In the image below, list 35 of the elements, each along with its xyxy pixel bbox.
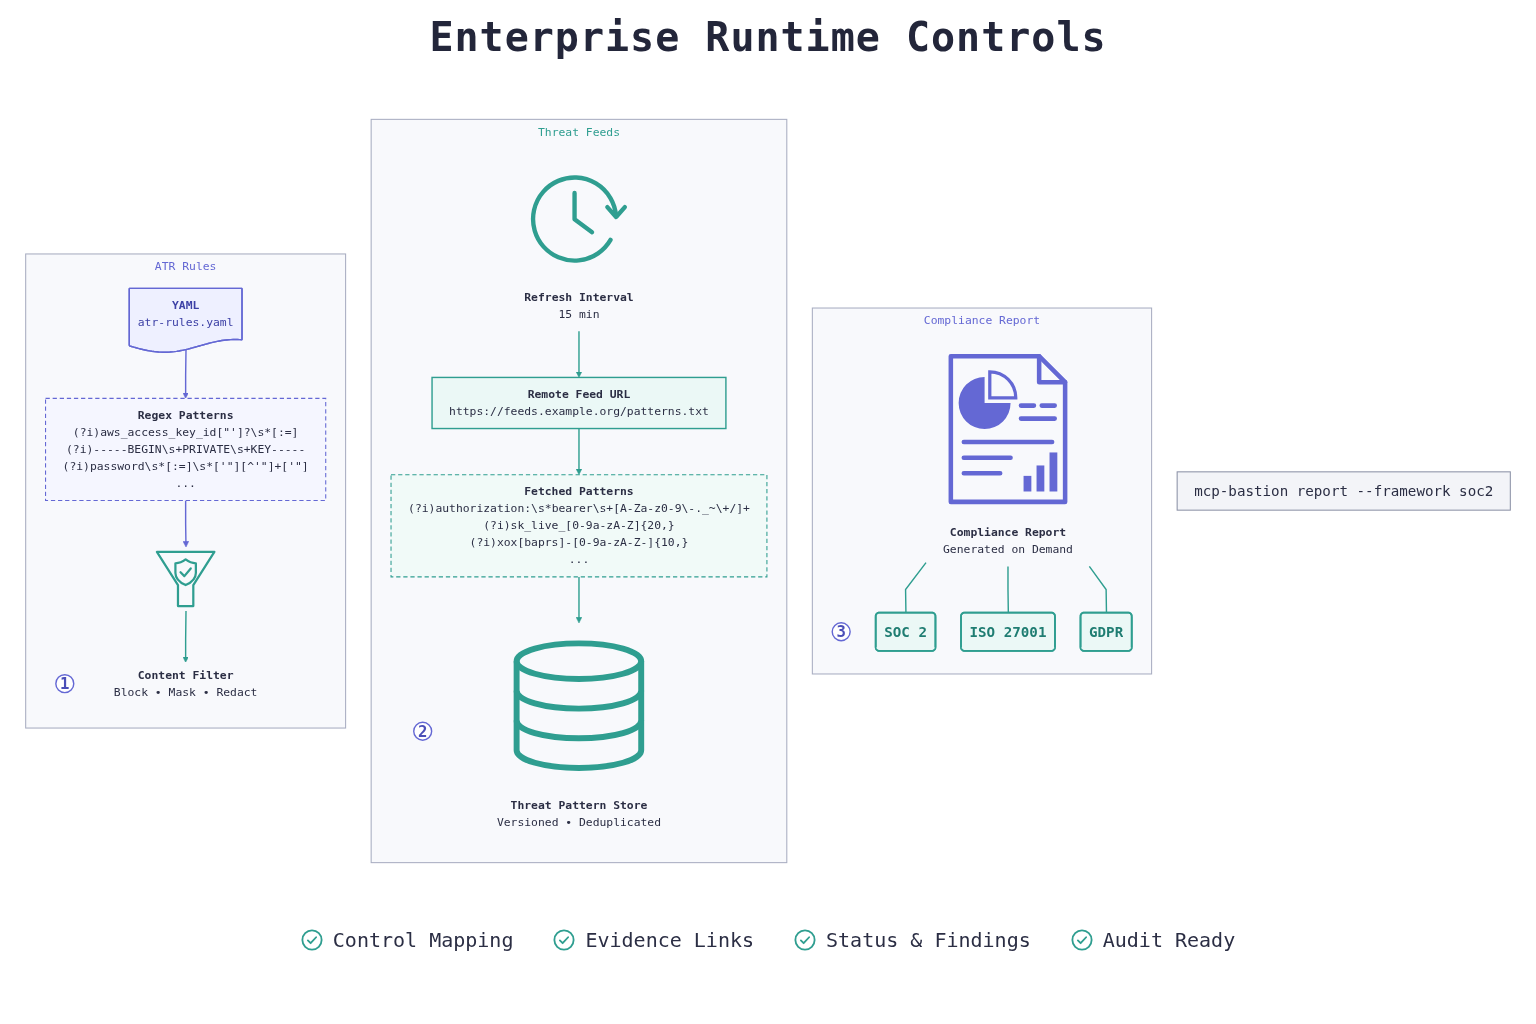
node-label: Refresh Interval: [524, 290, 634, 304]
step-number-circle: 2: [413, 721, 433, 741]
node-label: Threat Pattern Store: [510, 798, 648, 812]
checklist-item: Audit Ready: [1102, 928, 1236, 952]
arrow: [182, 499, 190, 548]
arrow: [182, 349, 189, 399]
document-shape: YAML atr-rules.yaml: [128, 287, 243, 353]
database-illustration: Threat Pattern Store Versioned • Deduplicated: [496, 631, 661, 829]
report-illustration: Compliance Report Generated on Demand: [943, 350, 1073, 556]
standard-box: GDPR: [1079, 611, 1133, 652]
title: Enterprise Runtime Controls: [429, 14, 1107, 60]
step-number-circle: 1: [55, 674, 75, 694]
dashed-pattern-box: Regex Patterns (?i)aws_access_key_id["']?\s*[:=] (?i)-----BEGIN\s+PRIVATE\s+KEY----- (?i)password\s*[:=]\s*['"][^'"]+['"] ...: [45, 397, 327, 502]
arrow: [182, 610, 189, 663]
connector-line: [1007, 565, 1010, 614]
clock-illustration: Refresh Interval 15 min: [524, 162, 634, 321]
standard-box: ISO 27001: [960, 611, 1056, 652]
arrow: [575, 576, 583, 624]
node-label: Compliance Report: [949, 525, 1067, 539]
connector-line: [1088, 565, 1108, 614]
connector-line: [904, 561, 927, 614]
dashed-pattern-box: Fetched Patterns (?i)authorization:\s*bearer\s+[A-Za-z0-9\-._~\+/]+ (?i)sk_live_[0-9a-zA-Z]{20,} (?i)xox[baprs]-[0-9a-zA-Z-]{10,} ...: [390, 474, 768, 578]
checklist-item: Control Mapping: [332, 928, 514, 952]
node-label: Versioned • Deduplicated: [496, 815, 662, 829]
arrow: [575, 330, 583, 378]
arrow: [575, 427, 583, 475]
process-box: Remote Feed URL https://feeds.example.org/patterns.txt: [431, 376, 727, 430]
checklist-item: Status & Findings: [826, 928, 1031, 952]
text-label: Content Filter Block • Mask • Redact: [113, 668, 258, 699]
terminal-command-box: mcp-bastion report --framework soc2: [1176, 471, 1511, 511]
node-label: 15 min: [558, 307, 600, 321]
node-label: Generated on Demand: [943, 542, 1073, 556]
step-number-circle: 3: [831, 622, 851, 642]
standard-box: SOC 2: [874, 611, 937, 652]
checklist-item: Evidence Links: [585, 928, 754, 952]
